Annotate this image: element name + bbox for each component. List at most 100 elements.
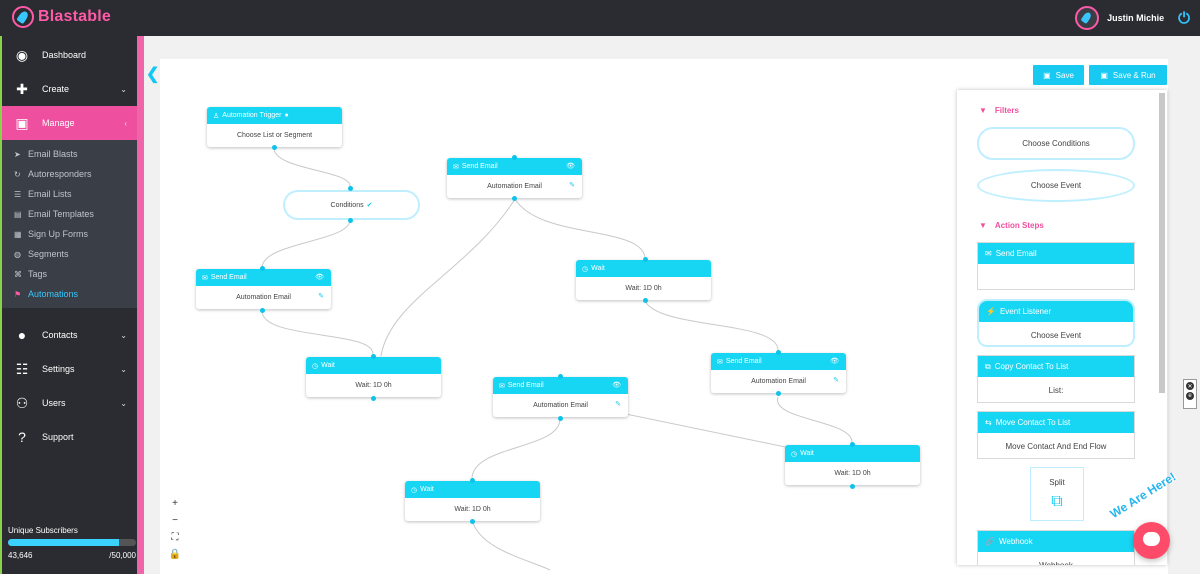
check-icon: ✔ [366, 202, 373, 209]
user-name[interactable]: Justin Michie [1107, 13, 1165, 23]
eye-icon[interactable]: 👁 [830, 358, 839, 365]
sidebar-item-settings[interactable]: ☷Settings⌄ [15, 360, 127, 377]
subitem-email-templates[interactable]: ▤Email Templates [14, 209, 94, 219]
save-run-button[interactable]: ▣Save & Run [1089, 65, 1167, 85]
split-step[interactable]: Split⧉ [1030, 467, 1084, 521]
connector-dot[interactable] [348, 218, 353, 223]
conditions-node[interactable]: Conditions✔ [283, 190, 420, 220]
list-icon: ☰ [14, 189, 22, 199]
chat-button[interactable] [1133, 522, 1170, 559]
panel-scrollbar[interactable] [1159, 93, 1165, 393]
eye-icon[interactable]: 👁 [566, 163, 575, 170]
connector-dot[interactable] [371, 354, 376, 359]
help-icon: ? [18, 429, 26, 445]
send-email-step[interactable]: ✉Send Email [977, 242, 1135, 290]
brand-logo[interactable]: Blastable [12, 6, 111, 28]
trigger-icon: ♙ [213, 112, 220, 120]
mail-icon: ✉ [202, 274, 208, 282]
brand-name: Blastable [38, 8, 111, 25]
send-email-node[interactable]: ✉Send Email👁Automation Email✎ [447, 158, 582, 198]
edit-icon[interactable]: ✎ [615, 401, 621, 408]
info-icon: ● [284, 112, 289, 119]
eye-icon[interactable]: 👁 [612, 382, 621, 389]
connector-dot[interactable] [470, 519, 475, 524]
automation-trigger-node[interactable]: ♙Automation Trigger●Choose List or Segme… [207, 107, 342, 147]
edit-icon[interactable]: ✎ [569, 182, 575, 189]
subitem-autoresponders[interactable]: ↻Autoresponders [14, 169, 92, 179]
sidebar-item-support[interactable]: ?Support [2, 420, 137, 454]
side-widget[interactable]: ✕e [1183, 379, 1197, 409]
connector-dot[interactable] [643, 257, 648, 262]
sidebar: ◉Dashboard ✚Create⌄ ▣Manage‹ ➤Email Blas… [0, 36, 137, 574]
connector-dot[interactable] [260, 308, 265, 313]
copy-icon: ⧉ [985, 361, 991, 371]
close-icon[interactable]: ✕ [1186, 382, 1194, 390]
chevron-down-icon: ⌄ [120, 330, 127, 340]
send-email-node[interactable]: ✉Send Email👁Automation Email✎ [493, 377, 628, 417]
connector-dot[interactable] [558, 416, 563, 421]
connector-dot[interactable] [272, 145, 277, 150]
eye-icon[interactable]: 👁 [315, 274, 324, 281]
clock-icon: ◷ [312, 362, 319, 370]
lock-icon[interactable]: 🔒 [168, 549, 182, 560]
connector-dot[interactable] [260, 266, 265, 271]
send-email-node[interactable]: ✉Send Email👁Automation Email✎ [711, 353, 846, 393]
connector-dot[interactable] [776, 391, 781, 396]
clock-icon: ◷ [411, 486, 418, 494]
subscriber-label: Unique Subscribers [8, 526, 78, 535]
mail-icon: ✉ [499, 382, 505, 390]
send-email-node[interactable]: ✉Send Email👁Automation Email✎ [196, 269, 331, 309]
choose-conditions-node[interactable]: Choose Conditions [977, 127, 1135, 160]
mail-icon: ✉ [453, 163, 459, 171]
refresh-icon: ↻ [14, 169, 21, 179]
clock-icon: ◷ [582, 265, 589, 273]
connector-dot[interactable] [348, 186, 353, 191]
save-button[interactable]: ▣Save [1033, 65, 1084, 85]
subitem-tags[interactable]: ⌘Tags [14, 269, 48, 279]
connector-dot[interactable] [850, 484, 855, 489]
user-menu[interactable]: Justin Michie ⏻ [1075, 6, 1190, 30]
edit-icon[interactable]: ✎ [318, 293, 324, 300]
connector-dot[interactable] [512, 196, 517, 201]
sidebar-item-dashboard[interactable]: ◉Dashboard [15, 46, 87, 63]
sidebar-item-users[interactable]: ⚇Users⌄ [15, 394, 127, 411]
filters-heading[interactable]: ▼Filters [979, 106, 1019, 115]
caret-down-icon: ▼ [979, 221, 987, 230]
connector-dot[interactable] [643, 298, 648, 303]
power-icon[interactable]: ⏻ [1178, 9, 1190, 27]
subitem-automations[interactable]: ⚑Automations [14, 289, 79, 299]
zoom-out-icon[interactable]: − [172, 515, 178, 526]
connector-dot[interactable] [512, 155, 517, 160]
subitem-email-lists[interactable]: ☰Email Lists [14, 189, 72, 199]
connector-dot[interactable] [850, 442, 855, 447]
connector-dot[interactable] [776, 350, 781, 355]
subitem-segments[interactable]: ◍Segments [14, 249, 69, 259]
mail-icon: ✉ [985, 249, 992, 258]
connector-dot[interactable] [558, 374, 563, 379]
info-icon[interactable]: e [1186, 392, 1194, 400]
collapse-chevron-icon[interactable]: ❮ [146, 66, 160, 83]
avatar[interactable] [1075, 6, 1100, 30]
sidebar-item-manage[interactable]: ▣Manage‹ [2, 106, 137, 140]
chevron-down-icon: ⌄ [120, 398, 127, 408]
subitem-sign-up-forms[interactable]: ▦Sign Up Forms [14, 229, 89, 239]
action-steps-heading[interactable]: ▼Action Steps [979, 221, 1044, 230]
connector-dot[interactable] [371, 396, 376, 401]
choose-event-node[interactable]: Choose Event [977, 169, 1135, 202]
fit-view-icon[interactable]: ⛶ [171, 532, 179, 543]
edit-icon[interactable]: ✎ [833, 377, 839, 384]
connector-dot[interactable] [470, 478, 475, 483]
sidebar-item-contacts[interactable]: ●Contacts⌄ [2, 318, 137, 352]
zoom-controls: + − ⛶ 🔒 [167, 497, 183, 561]
subitem-email-blasts[interactable]: ➤Email Blasts [14, 149, 78, 159]
sidebar-item-create[interactable]: ✚Create⌄ [2, 72, 137, 106]
zoom-in-icon[interactable]: + [172, 498, 178, 509]
